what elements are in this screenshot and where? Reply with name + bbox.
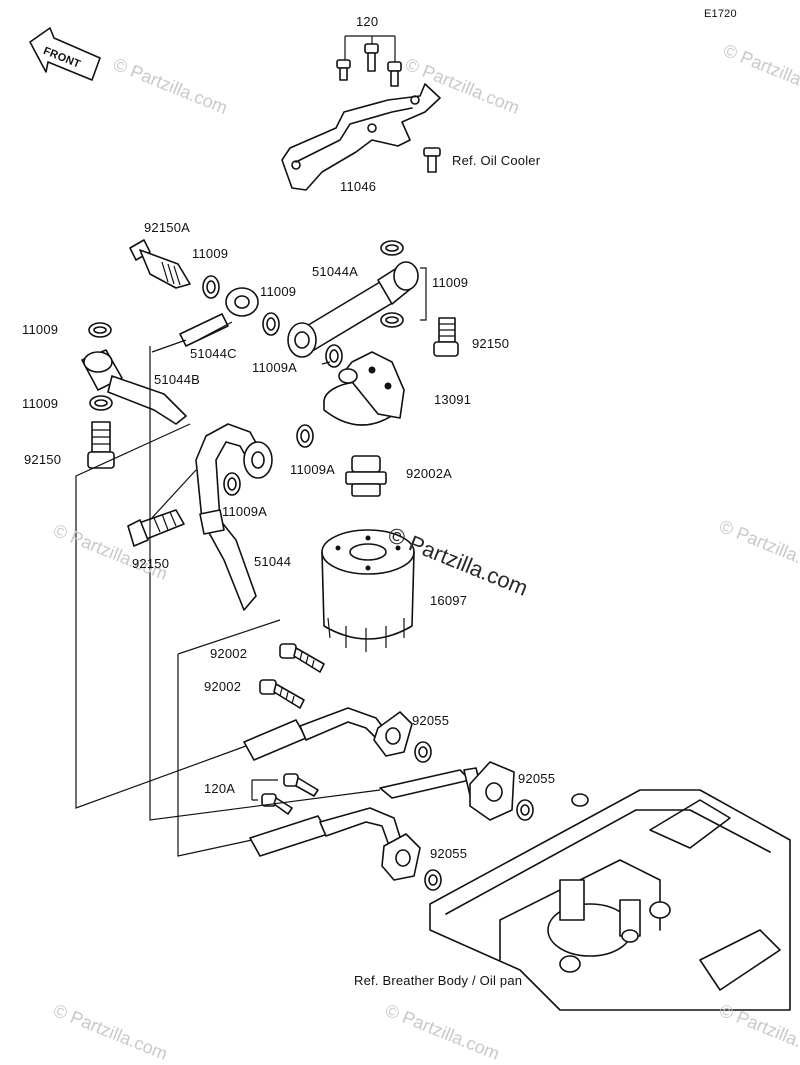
part-label-92002: 92002	[204, 679, 242, 694]
part-label-11046: 11046	[340, 179, 377, 194]
part-label-51044C: 51044C	[190, 346, 237, 361]
hose-51044B	[81, 349, 187, 425]
part-label-92150A: 92150A	[144, 220, 191, 235]
part-label-92002A: 92002A	[406, 466, 453, 481]
bolts-120-group	[336, 35, 402, 87]
part-label-51044A: 51044A	[312, 264, 359, 279]
banjo-bolt-92150A	[129, 239, 191, 289]
part-label-11009: 11009	[192, 246, 229, 261]
bolts-92002	[259, 643, 325, 709]
part-label-92150: 92150	[472, 336, 510, 351]
nipple-92002A	[345, 455, 387, 497]
oil-pipe-upper	[243, 707, 413, 761]
front-arrow-icon	[29, 27, 101, 81]
oil-pipe-lower	[249, 807, 421, 881]
banjo-bolt-92150-left	[87, 421, 115, 469]
hose-51044A	[287, 261, 419, 358]
part-label-92150: 92150	[24, 452, 62, 467]
ref-oil-cooler-label: Ref. Oil Cooler	[452, 153, 541, 168]
oil-cooler-screw	[423, 147, 441, 173]
diagram-code: E1720	[704, 8, 737, 20]
part-label-11009A: 11009A	[290, 462, 336, 477]
part-label-92002: 92002	[210, 646, 248, 661]
parts-diagram: © Partzilla.com © Partzilla.com © Partzi…	[22, 8, 800, 1064]
hose-51044	[195, 423, 273, 611]
part-label-120A: 120A	[204, 781, 236, 796]
oil-filter-16097	[321, 529, 415, 652]
part-label-11009A: 11009A	[252, 360, 298, 375]
parts-line-art	[29, 27, 791, 1011]
part-label-11009: 11009	[432, 275, 469, 290]
banjo-bolt-92150-right	[433, 317, 459, 357]
oil-pipe-middle	[379, 761, 515, 821]
part-label-92055: 92055	[430, 846, 468, 861]
part-label-120: 120	[356, 14, 379, 29]
oil-pan	[429, 789, 791, 1011]
filter-mount-13091	[323, 351, 405, 426]
part-label-11009: 11009	[22, 396, 59, 411]
banjo-bolt-92150-lower	[127, 509, 185, 547]
part-label-16097: 16097	[430, 593, 468, 608]
ref-breather-label: Ref. Breather Body / Oil pan	[354, 973, 523, 988]
washers	[88, 240, 534, 891]
part-label-11009A: 11009A	[222, 504, 268, 519]
part-label-51044: 51044	[254, 554, 292, 569]
part-label-11009: 11009	[22, 322, 59, 337]
leader-lines	[75, 267, 427, 857]
part-label-92055: 92055	[518, 771, 556, 786]
part-label-92055: 92055	[412, 713, 450, 728]
part-label-51044B: 51044B	[154, 372, 201, 387]
part-label-11009: 11009	[260, 284, 297, 299]
screws-120A	[251, 773, 319, 815]
hose-51044C	[179, 287, 259, 347]
part-label-92150: 92150	[132, 556, 170, 571]
part-label-13091: 13091	[434, 392, 472, 407]
bracket-plate-11046	[281, 83, 441, 191]
